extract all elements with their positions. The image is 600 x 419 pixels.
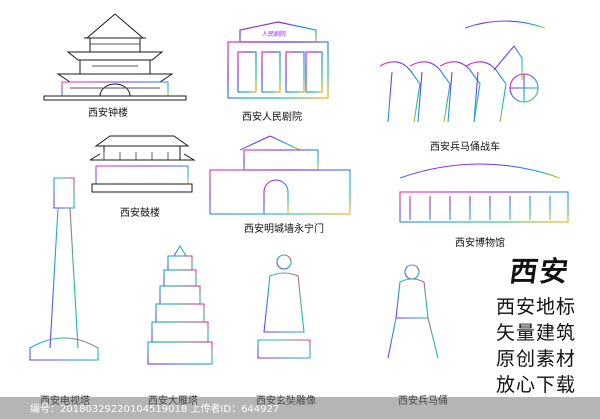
label-bell-tower: 西安钟楼 [88,108,128,119]
label-terracotta-chariot: 西安兵马俑战车 [430,142,500,153]
label-drum-tower: 西安鼓楼 [120,208,160,219]
theatre-sign: 人民剧院 [262,31,287,38]
brand-title: 西安 [507,255,573,288]
xuanzang-statue-drawing [257,252,311,359]
big-goose-pagoda-drawing [147,244,213,365]
tv-tower-drawing [29,138,99,361]
brand-line-1: 西安地标 [496,296,577,318]
label-museum: 西安博物馆 [455,238,505,249]
watermark-bar [0,397,600,419]
bell-tower-drawing [43,13,187,101]
watermark-text: 编号：20180329220104519018 上传者ID：644927 [30,404,280,415]
brand-line-3: 原创素材 [496,348,577,370]
museum-drawing [380,163,590,223]
label-peoples-theatre: 西安人民剧院 [242,112,302,123]
brand-line-4: 放心下载 [496,374,577,396]
label-yongning-gate: 西安明城墙永宁门 [244,224,324,235]
yongning-gate-drawing [209,135,351,215]
brand-line-2: 矢量建筑 [496,322,577,344]
terracotta-warrior-drawing [384,264,442,359]
terracotta-chariot-drawing [379,20,546,123]
drum-tower-drawing [89,135,196,193]
peoples-theatre-drawing [227,21,329,99]
